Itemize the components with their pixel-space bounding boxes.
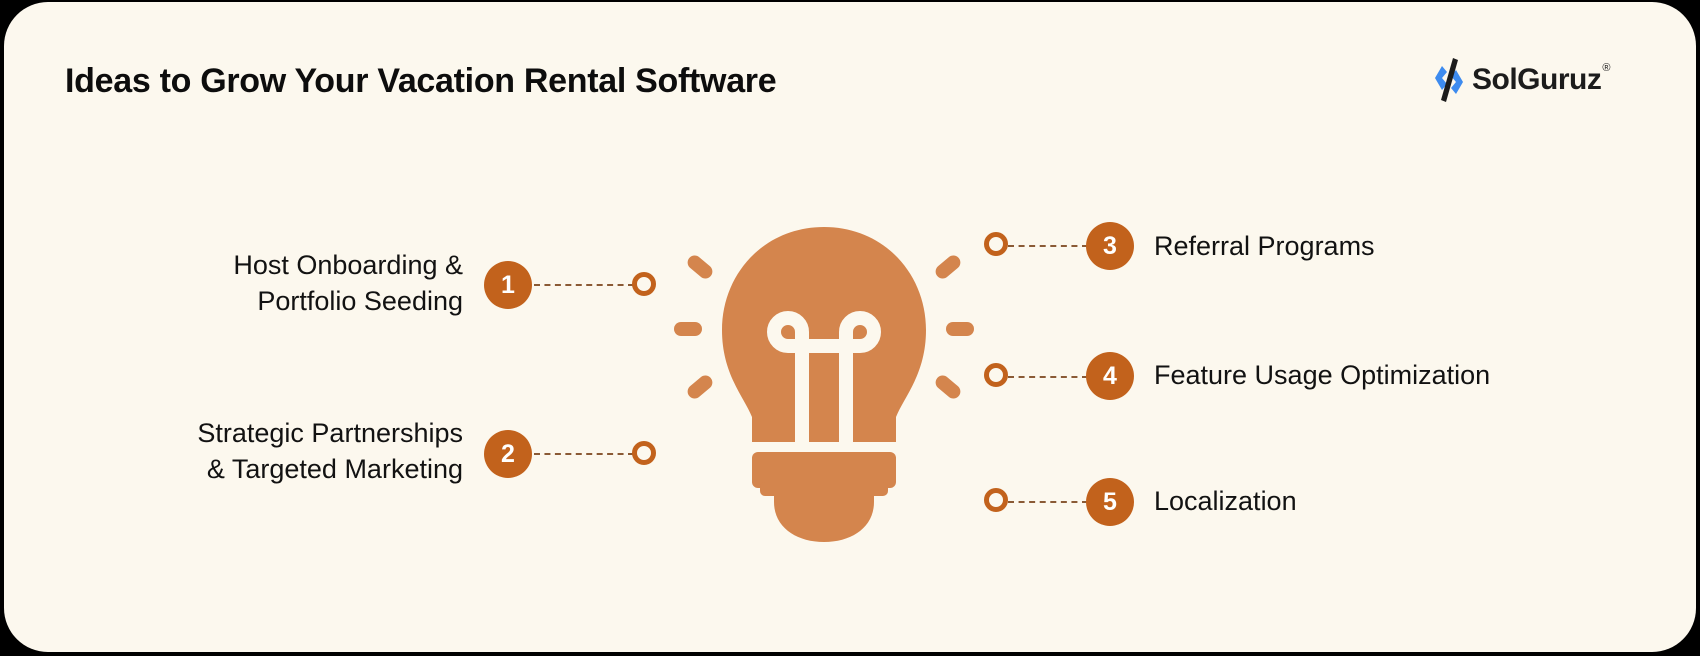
idea-2-badge: 2 (484, 430, 532, 478)
connector-dot-2 (632, 441, 656, 465)
idea-5-label: Localization (1154, 486, 1297, 516)
lightbulb-icon (674, 227, 974, 542)
idea-4-label: Feature Usage Optimization (1154, 360, 1491, 390)
connector-1 (534, 284, 634, 286)
idea-1-line1: Host Onboarding & (233, 250, 463, 280)
solguruz-logo-icon (1435, 58, 1463, 102)
solguruz-logo: SolGuruz ® (1432, 54, 1610, 106)
idea-2-line2: & Targeted Marketing (206, 454, 463, 484)
idea-2-label: Strategic Partnerships & Targeted Market… (197, 415, 463, 487)
logo-wordmark: SolGuruz (1472, 63, 1602, 96)
idea-2-line1: Strategic Partnerships (197, 418, 463, 448)
connector-3 (1008, 245, 1088, 247)
idea-1-badge: 1 (484, 261, 532, 309)
connector-dot-1 (632, 272, 656, 296)
idea-3-badge: 3 (1086, 222, 1134, 270)
connector-5 (1008, 501, 1088, 503)
idea-4-badge: 4 (1086, 352, 1134, 400)
connector-dot-4 (984, 363, 1008, 387)
connector-4 (1008, 376, 1088, 378)
page-title: Ideas to Grow Your Vacation Rental Softw… (65, 62, 777, 100)
connector-2 (534, 453, 634, 455)
idea-3-label: Referral Programs (1154, 231, 1375, 261)
connector-dot-3 (984, 232, 1008, 256)
idea-1-label: Host Onboarding & Portfolio Seeding (233, 247, 463, 319)
idea-1-line2: Portfolio Seeding (257, 286, 463, 316)
idea-5-badge: 5 (1086, 478, 1134, 526)
registered-mark: ® (1602, 62, 1611, 74)
connector-dot-5 (984, 488, 1008, 512)
infographic-card: Ideas to Grow Your Vacation Rental Softw… (4, 2, 1696, 652)
